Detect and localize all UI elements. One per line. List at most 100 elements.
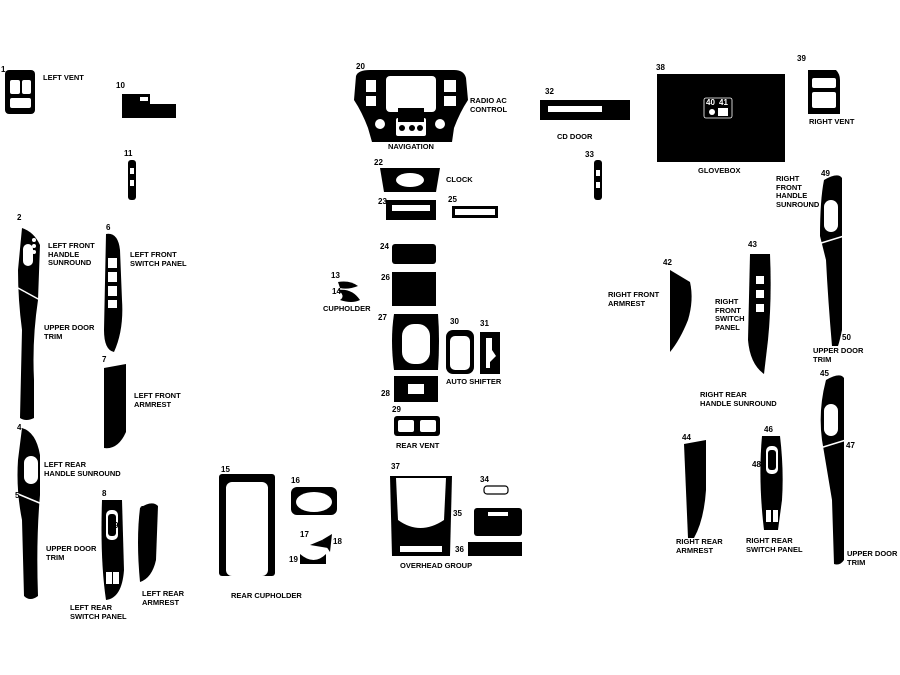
part-number-40: 40 xyxy=(706,98,715,107)
label-right-rear-handle-sunround: RIGHT REAR HANDLE SUNROUND xyxy=(700,390,777,408)
part-number-12: 12 xyxy=(140,505,149,514)
part-number-14: 14 xyxy=(332,287,341,296)
part-number-11: 11 xyxy=(124,149,133,158)
label-rear-vent: REAR VENT xyxy=(396,441,440,450)
part-left-rear-armrest xyxy=(138,503,158,582)
part-number-19: 19 xyxy=(289,555,298,564)
part-number-36: 36 xyxy=(455,545,464,554)
part-right-front-armrest xyxy=(670,270,692,352)
label-left-front-handle-sunround: LEFT FRONT HANDLE SUNROUND xyxy=(48,241,95,268)
part-right-rear-armrest xyxy=(684,440,706,538)
part-10 xyxy=(122,94,176,118)
part-rear-cupholder xyxy=(219,474,275,576)
part-30 xyxy=(446,330,474,374)
part-number-13: 13 xyxy=(331,271,340,280)
part-number-38: 38 xyxy=(656,63,665,72)
part-number-21: 21 xyxy=(408,111,417,120)
part-36 xyxy=(468,542,522,556)
part-number-27: 27 xyxy=(378,313,387,322)
label-left-vent: LEFT VENT xyxy=(43,73,84,82)
part-number-2: 2 xyxy=(17,213,22,222)
label-right-front-armrest: RIGHT FRONT ARMREST xyxy=(608,290,660,308)
label-cupholder: CUPHOLDER xyxy=(323,304,371,313)
part-number-8: 8 xyxy=(102,489,107,498)
part-number-34: 34 xyxy=(480,475,489,484)
part-number-47: 47 xyxy=(846,441,855,450)
part-right-rear-switch-panel xyxy=(760,436,783,530)
part-number-41: 41 xyxy=(719,98,728,107)
part-number-5: 5 xyxy=(15,491,20,500)
part-26 xyxy=(392,272,436,306)
label-upper-door-trim-rf: UPPER DOOR TRIM xyxy=(813,346,864,364)
part-33-switch xyxy=(594,160,602,200)
part-24 xyxy=(392,244,436,264)
part-right-vent xyxy=(808,70,840,114)
part-number-16: 16 xyxy=(291,476,300,485)
part-25 xyxy=(452,206,498,218)
part-left-front-switch-panel xyxy=(104,233,123,352)
part-34 xyxy=(483,485,509,495)
label-left-rear-armrest: LEFT REAR ARMREST xyxy=(142,589,185,607)
part-overhead-console xyxy=(390,476,452,556)
part-number-4: 4 xyxy=(17,423,22,432)
part-number-24: 24 xyxy=(380,242,389,251)
label-left-front-switch-panel: LEFT FRONT SWITCH PANEL xyxy=(130,250,187,268)
part-number-18: 18 xyxy=(333,537,342,546)
label-upper-door-trim-rr: UPPER DOOR TRIM xyxy=(847,549,898,567)
part-number-3: 3 xyxy=(21,291,26,300)
part-cd-door xyxy=(540,100,630,120)
part-right-front-switch-panel xyxy=(748,254,771,374)
part-cupholder xyxy=(338,281,360,302)
part-number-10: 10 xyxy=(116,81,125,90)
part-number-44: 44 xyxy=(682,433,691,442)
part-number-43: 43 xyxy=(748,240,757,249)
part-11-switch xyxy=(128,160,136,200)
label-left-rear-handle-sunround: LEFT REAR HANDLE SUNROUND xyxy=(44,460,121,478)
label-right-rear-armrest: RIGHT REAR ARMREST xyxy=(676,537,723,555)
label-cd-door: CD DOOR xyxy=(557,132,593,141)
part-number-35: 35 xyxy=(453,509,462,518)
part-number-33: 33 xyxy=(585,150,594,159)
label-upper-door-trim-lr: UPPER DOOR TRIM xyxy=(46,544,97,562)
part-left-vent xyxy=(5,70,35,114)
part-number-20: 20 xyxy=(356,62,365,71)
part-number-50: 50 xyxy=(842,333,851,342)
part-number-6: 6 xyxy=(106,223,111,232)
part-number-17: 17 xyxy=(300,530,309,539)
label-left-front-armrest: LEFT FRONT ARMREST xyxy=(134,391,181,409)
part-number-9: 9 xyxy=(114,521,119,530)
part-number-23: 23 xyxy=(378,197,387,206)
part-number-28: 28 xyxy=(381,389,390,398)
part-18 xyxy=(322,534,332,552)
part-27-console xyxy=(392,314,439,402)
label-radio-ac-control: RADIO AC CONTROL xyxy=(470,96,508,114)
part-glovebox xyxy=(657,74,785,162)
label-auto-shifter: AUTO SHIFTER xyxy=(446,377,502,386)
part-number-39: 39 xyxy=(797,54,806,63)
part-number-48: 48 xyxy=(752,460,761,469)
part-left-front-armrest xyxy=(104,364,126,449)
part-number-22: 22 xyxy=(374,158,383,167)
part-number-7: 7 xyxy=(102,355,107,364)
label-right-vent: RIGHT VENT xyxy=(809,117,855,126)
part-number-37: 37 xyxy=(391,462,400,471)
label-right-rear-switch-panel: RIGHT REAR SWITCH PANEL xyxy=(746,536,803,554)
part-number-31: 31 xyxy=(480,319,489,328)
part-number-26: 26 xyxy=(381,273,390,282)
part-number-30: 30 xyxy=(450,317,459,326)
part-left-rear-door-trim xyxy=(17,428,43,599)
part-number-32: 32 xyxy=(545,87,554,96)
part-19 xyxy=(300,554,326,564)
label-upper-door-trim-lf: UPPER DOOR TRIM xyxy=(44,323,95,341)
part-number-42: 42 xyxy=(663,258,672,267)
label-navigation: NAVIGATION xyxy=(388,142,434,151)
part-number-45: 45 xyxy=(820,369,829,378)
part-rear-vent xyxy=(394,416,440,436)
label-left-rear-switch-panel: LEFT REAR SWITCH PANEL xyxy=(70,603,127,621)
label-overhead-group: OVERHEAD GROUP xyxy=(400,561,473,570)
part-number-15: 15 xyxy=(221,465,230,474)
label-right-front-switch-panel: RIGHT FRONT SWITCH PANEL xyxy=(715,297,745,332)
part-35 xyxy=(474,508,522,536)
